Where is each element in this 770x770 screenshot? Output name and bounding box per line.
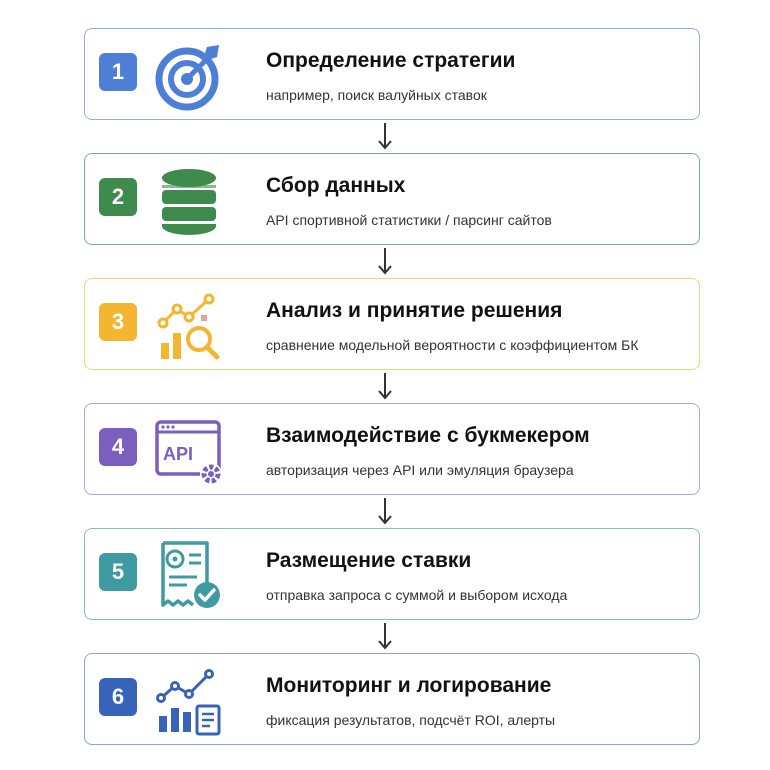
down-arrow-icon	[378, 248, 392, 275]
down-arrow-icon	[378, 498, 392, 525]
bet-slip-icon	[161, 541, 220, 608]
step-1: 1 Определение стратегии например, поиск …	[84, 28, 700, 120]
step-number: 6	[99, 678, 137, 716]
step-number: 2	[99, 178, 137, 216]
step-subtitle: отправка запроса с суммой и выбором исхо…	[266, 587, 568, 603]
step-number: 5	[99, 553, 137, 591]
step-2: 2 Сбор данных API спортивной статистики …	[84, 153, 700, 245]
step-number: 1	[99, 53, 137, 91]
step-title: Взаимодействие с букмекером	[266, 424, 590, 447]
down-arrow-icon	[378, 123, 392, 150]
api-gear-icon: API	[155, 420, 222, 485]
database-icon	[162, 169, 216, 235]
step-3: 3 Анализ и принятие решения сравнение мо…	[84, 278, 700, 370]
down-arrow-icon	[378, 623, 392, 650]
step-4: 4 API Взаимодействие с букмекером автори…	[84, 403, 700, 495]
step-title: Анализ и принятие решения	[266, 299, 563, 322]
api-label: API	[163, 444, 193, 464]
analysis-chart-icon	[157, 293, 220, 360]
monitoring-report-icon	[156, 669, 221, 736]
step-number: 4	[99, 428, 137, 466]
down-arrow-icon	[378, 373, 392, 400]
target-icon	[155, 45, 219, 111]
step-subtitle: API спортивной статистики / парсинг сайт…	[266, 212, 552, 228]
step-title: Сбор данных	[266, 174, 406, 197]
step-title: Определение стратегии	[266, 49, 516, 72]
step-subtitle: авторизация через API или эмуляция брауз…	[266, 462, 574, 478]
step-subtitle: сравнение модельной вероятности с коэффи…	[266, 337, 639, 353]
step-title: Размещение ставки	[266, 549, 472, 572]
step-5: 5 Размещение ставки отправка запроса с с…	[84, 528, 700, 620]
step-subtitle: например, поиск валуйных ставок	[266, 87, 487, 103]
step-6: 6 Мониторинг и логирование фиксация резу…	[84, 653, 700, 745]
step-title: Мониторинг и логирование	[266, 674, 552, 697]
step-subtitle: фиксация результатов, подсчёт ROI, алерт…	[266, 712, 556, 728]
step-number: 3	[99, 303, 137, 341]
